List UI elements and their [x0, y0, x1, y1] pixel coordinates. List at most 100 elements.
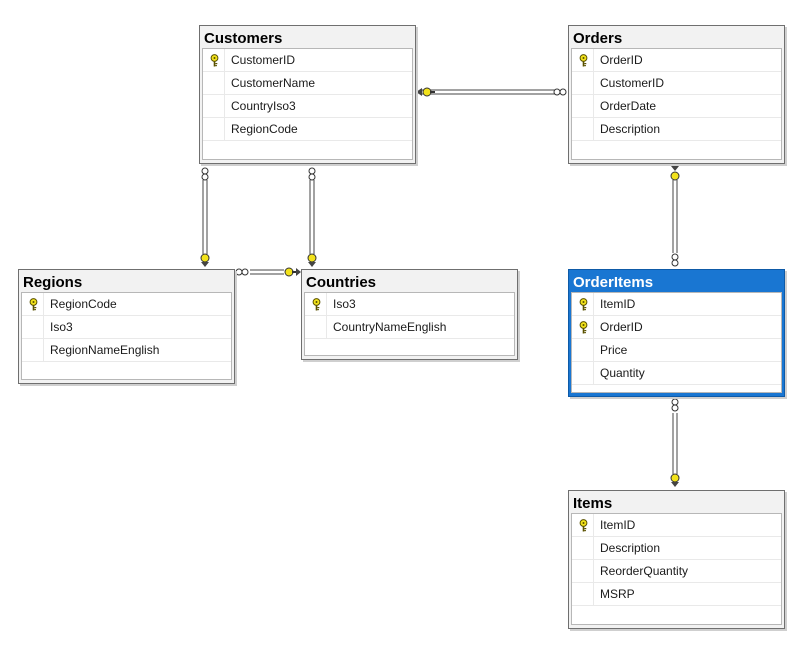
key-cell — [572, 95, 594, 117]
column-row[interactable]: Description — [572, 118, 781, 141]
key-cell — [572, 537, 594, 559]
key-cell — [572, 118, 594, 140]
key-cell — [22, 339, 44, 361]
column-name: Price — [600, 343, 628, 357]
column-row[interactable]: ItemID — [572, 514, 781, 537]
many-end-infinity-icon — [671, 398, 679, 412]
relationship-customers-regions[interactable] — [200, 167, 210, 267]
column-name: CustomerID — [600, 76, 665, 90]
table-title[interactable]: OrderItems — [573, 274, 654, 291]
column-name: MSRP — [600, 587, 635, 601]
column-row[interactable]: OrderID — [572, 49, 781, 72]
relationship-orderitems-items[interactable] — [670, 398, 680, 487]
column-name: Iso3 — [50, 320, 73, 334]
table-title[interactable]: Regions — [23, 274, 83, 291]
many-end-infinity-icon — [671, 253, 679, 267]
key-cell — [572, 49, 594, 71]
column-row[interactable]: RegionCode — [203, 118, 412, 141]
relationship-orders-orderitems[interactable] — [670, 166, 680, 267]
column-row[interactable]: RegionCode — [22, 293, 231, 316]
key-cell — [203, 72, 225, 94]
column-row[interactable]: CustomerID — [572, 72, 781, 95]
relationship-customers-orders[interactable] — [416, 87, 567, 97]
key-cell — [572, 339, 594, 361]
column-name: RegionCode — [231, 122, 298, 136]
column-row[interactable]: Description — [572, 537, 781, 560]
column-name: RegionNameEnglish — [50, 343, 160, 357]
key-cell — [22, 316, 44, 338]
column-name: Iso3 — [333, 297, 356, 311]
table-title[interactable]: Countries — [306, 274, 377, 291]
table-title[interactable]: Items — [573, 495, 613, 512]
column-row[interactable]: MSRP — [572, 583, 781, 606]
column-name: CountryNameEnglish — [333, 320, 447, 334]
table-title[interactable]: Orders — [573, 30, 623, 47]
key-cell — [572, 362, 594, 384]
column-name: Quantity — [600, 366, 645, 380]
key-cell — [572, 72, 594, 94]
one-end-key-icon — [200, 253, 210, 267]
column-row[interactable]: Iso3 — [305, 293, 514, 316]
relationship-customers-countries[interactable] — [307, 167, 317, 267]
many-end-infinity-icon — [308, 167, 316, 181]
relationship-regions-countries[interactable] — [235, 267, 301, 277]
key-cell — [305, 316, 327, 338]
many-end-infinity-icon — [201, 167, 209, 181]
column-name: OrderID — [600, 320, 643, 334]
column-row[interactable]: Iso3 — [22, 316, 231, 339]
column-name: Description — [600, 122, 661, 136]
key-cell — [203, 95, 225, 117]
column-row[interactable]: CountryIso3 — [203, 95, 412, 118]
many-end-infinity-icon — [553, 88, 567, 96]
key-cell — [572, 583, 594, 605]
key-cell — [22, 293, 44, 315]
column-name: ItemID — [600, 518, 636, 532]
column-name: Description — [600, 541, 661, 555]
column-row[interactable]: Price — [572, 339, 781, 362]
column-row[interactable]: CustomerID — [203, 49, 412, 72]
column-row[interactable]: Quantity — [572, 362, 781, 385]
one-end-key-icon — [416, 87, 435, 97]
one-end-key-icon — [670, 473, 680, 487]
key-cell — [572, 316, 594, 338]
table-title[interactable]: Customers — [204, 30, 283, 47]
column-row[interactable]: RegionNameEnglish — [22, 339, 231, 362]
many-end-infinity-icon — [235, 268, 249, 276]
column-name: CountryIso3 — [231, 99, 296, 113]
column-name: ItemID — [600, 297, 636, 311]
column-row[interactable]: CustomerName — [203, 72, 412, 95]
key-cell — [203, 49, 225, 71]
key-cell — [572, 293, 594, 315]
column-row[interactable]: OrderID — [572, 316, 781, 339]
column-row[interactable]: ItemID — [572, 293, 781, 316]
column-name: CustomerName — [231, 76, 316, 90]
key-cell — [572, 514, 594, 536]
key-cell — [305, 293, 327, 315]
one-end-key-icon — [670, 166, 680, 181]
key-cell — [572, 560, 594, 582]
one-end-key-icon — [307, 253, 317, 267]
column-name: RegionCode — [50, 297, 117, 311]
column-row[interactable]: OrderDate — [572, 95, 781, 118]
column-row[interactable]: ReorderQuantity — [572, 560, 781, 583]
key-cell — [203, 118, 225, 140]
column-name: OrderID — [600, 53, 643, 67]
column-name: CustomerID — [231, 53, 296, 67]
one-end-key-icon — [284, 267, 301, 277]
column-name: ReorderQuantity — [600, 564, 689, 578]
column-name: OrderDate — [600, 99, 657, 113]
column-row[interactable]: CountryNameEnglish — [305, 316, 514, 339]
